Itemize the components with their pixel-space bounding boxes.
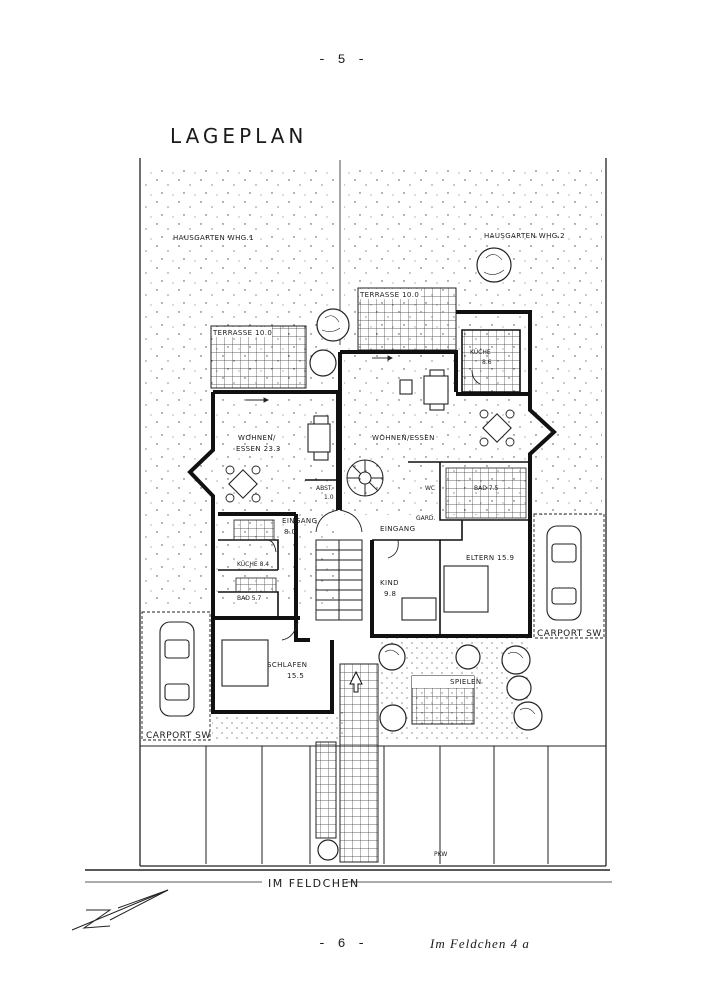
property-lines (85, 158, 612, 883)
plan-title: LAGEPLAN (170, 124, 308, 148)
terrace-1-label-bg (212, 327, 272, 337)
carports (141, 513, 605, 741)
label-garden-1: HAUSGARTEN WHG.1 (173, 234, 254, 242)
trees (309, 247, 543, 861)
label-terrace-2: TERRASSE 10.0 (359, 291, 419, 299)
label-bath-1: BAD 5.7 (237, 595, 261, 602)
page-number-bottom: - 6 - (318, 936, 368, 951)
label-kitchen: KÜCHE (470, 349, 491, 356)
label-kitchen-1: KÜCHE 8.4 (237, 561, 269, 568)
street-name: IM FELDCHEN (268, 877, 360, 890)
label-parents: ELTERN 15.9 (466, 554, 514, 562)
label-entrance-1-area: 8.0 (284, 528, 296, 536)
terrace-2-label-bg (359, 289, 421, 299)
label-abst-area: 1.0 (324, 494, 334, 501)
plan-labels: HAUSGARTEN WHG.1 HAUSGARTEN WHG.2 TERRAS… (146, 232, 602, 858)
label-garderobe: GARD. (416, 515, 436, 522)
cars (159, 525, 582, 717)
label-kitchen-area: 8.6 (482, 359, 492, 366)
label-garden-2: HAUSGARTEN WHG.2 (484, 232, 565, 240)
door-swings (263, 369, 481, 641)
page-number-top: - 5 - (318, 52, 368, 67)
north-arrow (71, 889, 169, 931)
label-wc: WC (425, 485, 435, 492)
label-entrance-2: EINGANG (380, 525, 415, 533)
stairs (315, 459, 384, 621)
furniture (221, 369, 512, 687)
label-pkw: PKW (434, 851, 447, 858)
label-entrance-1: EINGANG (282, 517, 317, 525)
label-abst: ABST. (316, 485, 333, 492)
label-play: SPIELEN (450, 678, 482, 686)
label-living-1b: ESSEN 23.3 (236, 445, 281, 453)
label-living-1a: WOHNEN/ (238, 434, 276, 442)
wet-room-tiles (233, 467, 527, 593)
label-child: KIND (380, 579, 399, 587)
label-carport-1: CARPORT SW (146, 731, 211, 741)
label-bedroom-area: 15.5 (287, 672, 304, 680)
tree-texture (321, 254, 536, 715)
address-line: Im Feldchen 4 a (430, 936, 530, 951)
label-bedroom: SCHLAFEN (267, 661, 307, 669)
entrance-arrow (349, 670, 363, 693)
label-bath-2: BAD 7.5 (474, 485, 498, 492)
flow-arrows (246, 355, 394, 403)
label-child-area: 9.8 (384, 590, 396, 598)
label-living-2: WOHNEN/ESSEN (372, 434, 435, 442)
parking-strips (140, 741, 606, 864)
label-terrace-1: TERRASSE 10.0 (212, 329, 272, 337)
unit-2-inner (372, 329, 528, 636)
walkway (339, 663, 379, 863)
street-label-bg (262, 875, 346, 890)
label-carport-2: CARPORT SW (537, 629, 602, 639)
chairs (225, 409, 515, 503)
unit-2-walls (338, 310, 557, 638)
